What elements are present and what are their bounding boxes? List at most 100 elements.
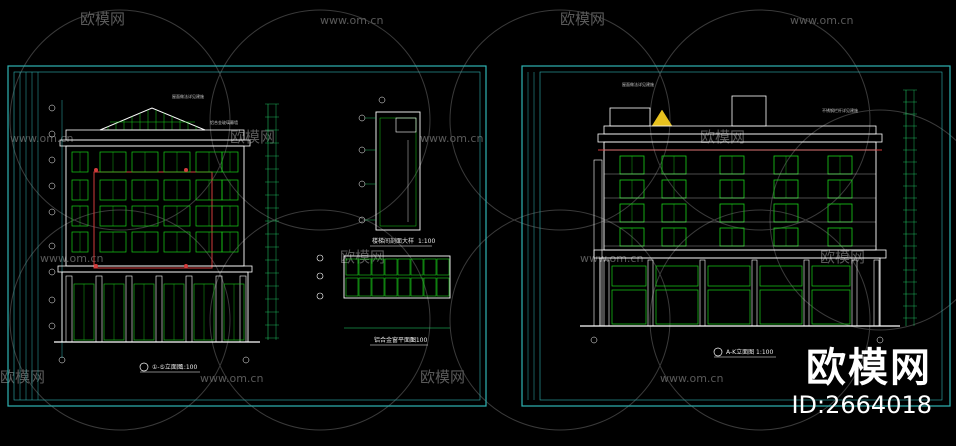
right-facade-windows <box>604 149 876 247</box>
left-elevation-building: 屋面做法详见建施 铝合金玻璃幕墙 <box>48 93 279 364</box>
stair-section-drawing: 楼梯间剖面大样 1:100 <box>358 96 435 247</box>
watermark-brand: 欧模网 <box>820 248 865 266</box>
podium-window-lower <box>707 289 751 325</box>
podium-window-upper <box>611 265 647 287</box>
window-detail-outline <box>343 255 451 299</box>
window-detail-drawing: 铝合金窗平面图 1:100 <box>316 254 451 346</box>
red-ornament <box>94 264 98 268</box>
watermark-site: www.om.cn <box>40 252 103 265</box>
watermark-site: www.om.cn <box>790 14 853 27</box>
watermark-circle <box>209 209 431 431</box>
watermark-site: www.om.cn <box>10 132 73 145</box>
podium-window-lower <box>655 289 699 325</box>
window-pane <box>371 277 385 297</box>
window-detail-title: 铝合金窗平面图 <box>374 336 416 344</box>
watermark-brand: 欧模网 <box>0 368 45 386</box>
watermark-brand: 欧模网 <box>340 248 385 266</box>
podium-window-upper <box>707 265 751 287</box>
window-pane <box>345 277 359 297</box>
left-elevation-title: ①-⑤立面图 <box>152 363 183 371</box>
window-detail-panes <box>345 258 450 297</box>
window-pane <box>397 277 411 297</box>
window-pane <box>384 277 398 297</box>
right-elevation-building: 屋面做法详见建施 不锈钢栏杆详见建施 <box>580 81 917 344</box>
stair-roof-detail <box>395 117 417 133</box>
watermark-site: www.om.cn <box>420 132 483 145</box>
window-pane <box>358 258 372 276</box>
podium-window-upper <box>811 265 851 287</box>
red-ornament <box>184 168 188 172</box>
stair-level-markers <box>358 96 409 224</box>
right-podium-columns <box>603 259 880 327</box>
rooftop-note-right: 不锈钢栏杆详见建施 <box>822 107 858 113</box>
roof-note: 屋面做法详见建施 <box>172 93 204 99</box>
window-pane <box>345 258 359 276</box>
window-pane <box>371 258 385 276</box>
watermark-circle <box>449 9 671 231</box>
red-ornament <box>94 168 98 172</box>
left-elevation-caption: ①-⑤立面图 1:100 <box>139 362 200 373</box>
podium-window-upper <box>759 265 803 287</box>
window-pane <box>358 277 372 297</box>
window-pane <box>410 258 424 276</box>
watermark-brand: 欧模网 <box>230 128 275 146</box>
watermark-texts: 欧模网 www.om.cn 欧模网 www.om.cn 欧模网 www.om.cn www.… <box>0 10 865 386</box>
right-title-strip <box>527 72 535 400</box>
watermark-site: www.om.cn <box>320 14 383 27</box>
watermark-site: www.om.cn <box>660 372 723 385</box>
right-elevation-title: A-K立面图 <box>726 348 754 356</box>
left-sheet-inner-frame <box>13 71 481 401</box>
left-axis-bubbles <box>48 104 250 364</box>
watermark-circle <box>209 9 431 231</box>
right-axis-bubbles <box>590 336 884 344</box>
window-pane <box>423 277 437 297</box>
left-facade-windows <box>71 151 239 253</box>
rooftop-note-left: 屋面做法详见建施 <box>622 81 654 87</box>
podium-window-upper <box>655 265 699 287</box>
right-sheet-inner-frame <box>539 71 943 401</box>
left-title-strip <box>19 72 39 400</box>
brand-name: 欧模网 <box>806 345 932 391</box>
podium-columns <box>65 168 247 343</box>
window-pane <box>410 277 424 297</box>
watermark-site: www.om.cn <box>200 372 263 385</box>
right-vertical-dimensions <box>903 89 917 326</box>
red-ornament <box>184 264 188 268</box>
gable-note: 铝合金玻璃幕墙 <box>210 119 238 125</box>
window-pane <box>423 258 437 276</box>
roof-gable-glazing <box>107 110 197 130</box>
watermark-circle <box>449 209 671 431</box>
watermark-brand: 欧模网 <box>560 10 605 28</box>
right-elevation-scale: 1:100 <box>756 349 773 356</box>
left-drawing-sheet: 屋面做法详见建施 铝合金玻璃幕墙 ①-⑤立面图 1:100 楼梯间剖面大样 1:… <box>7 65 487 407</box>
stair-section-outline <box>375 111 421 231</box>
right-elevation-caption: A-K立面图 1:100 <box>713 347 776 358</box>
model-id: ID:2664018 <box>791 391 932 419</box>
podium-window-lower <box>759 289 803 325</box>
watermark-circle <box>9 209 231 431</box>
stair-section-scale: 1:100 <box>418 238 435 245</box>
podium-window-lower <box>611 289 647 325</box>
window-detail-scale: 1:100 <box>410 337 427 344</box>
stair-section-title: 楼梯间剖面大样 <box>372 237 414 245</box>
left-vertical-dimensions <box>265 103 279 340</box>
window-pane <box>384 258 398 276</box>
watermark-brand: 欧模网 <box>80 10 125 28</box>
podium-window-lower <box>811 289 851 325</box>
left-sheet-frame <box>7 65 487 407</box>
window-pane <box>436 258 450 276</box>
left-elevation-scale: 1:100 <box>180 364 197 371</box>
watermark-brand: 欧模网 <box>700 128 745 146</box>
window-pane <box>436 277 450 297</box>
watermark-circle <box>649 209 871 431</box>
watermark-circle <box>9 9 231 231</box>
watermark-circle <box>769 109 956 331</box>
right-drawing-sheet: 屋面做法详见建施 不锈钢栏杆详见建施 A-K立面图 1:100 <box>521 65 951 407</box>
watermark-site: www.om.cn <box>580 252 643 265</box>
right-sheet-frame <box>521 65 951 407</box>
watermark-brand: 欧模网 <box>420 368 465 386</box>
brand-badge: 欧模网 ID:2664018 <box>782 346 932 420</box>
window-pane <box>397 258 411 276</box>
watermark-circles <box>9 9 956 431</box>
